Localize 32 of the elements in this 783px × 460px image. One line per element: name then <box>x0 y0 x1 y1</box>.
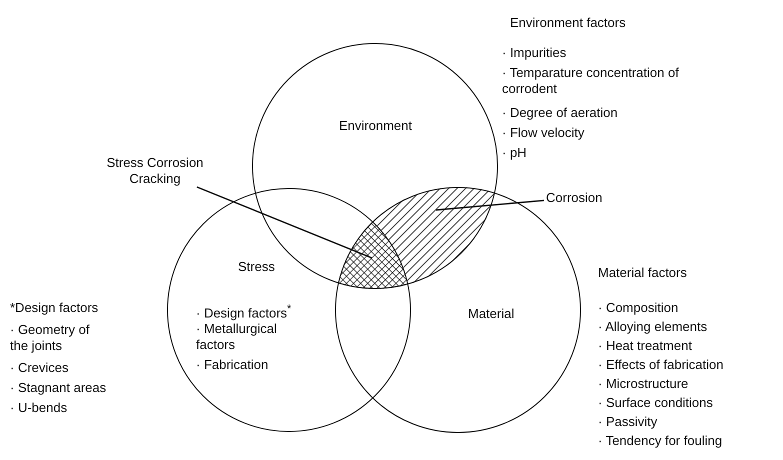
factor-item: · Flow velocity <box>502 125 584 141</box>
venn-circle <box>167 188 411 432</box>
factor-item: · Microstructure <box>598 376 688 392</box>
factor-item: *Design factors <box>10 300 98 316</box>
factor-item: · Crevices <box>10 360 69 376</box>
callout-label: Corrosion <box>546 190 602 206</box>
leader-line <box>196 186 372 259</box>
factor-item: · Surface conditions <box>598 395 713 411</box>
factor-item: · Effects of fabrication <box>598 357 724 373</box>
factor-item: · Composition <box>598 300 678 316</box>
factor-item: · Impurities <box>502 45 566 61</box>
factor-item: · U-bends <box>10 400 68 416</box>
factor-heading: Material factors <box>598 265 687 281</box>
factor-item: · Heat treatment <box>598 338 692 354</box>
cross-hatched-region <box>338 222 408 289</box>
circle-label: Material <box>468 306 514 322</box>
factor-item: · Passivity <box>598 414 658 430</box>
factor-item: · pH <box>502 145 527 161</box>
factor-item: · Stagnant areas <box>10 380 106 396</box>
factor-heading: Environment factors <box>510 15 626 31</box>
circle-label: Stress <box>238 259 275 275</box>
factor-item: · Metallurgical factors <box>196 321 278 353</box>
factor-item: · Geometry of the joints <box>10 322 90 354</box>
callout-label: Stress Corrosion Cracking <box>80 155 230 187</box>
factor-item: · Fabrication <box>196 357 268 373</box>
factor-item: · Tendency for fouling <box>598 433 722 449</box>
factor-item: · Temparature concentration of corrodent <box>502 65 680 97</box>
leader-line <box>436 200 544 211</box>
factor-item: · Design factors$^{*}$ <box>196 302 292 322</box>
factor-item: · Degree of aeration <box>502 105 618 121</box>
circle-label: Environment <box>339 118 412 134</box>
factor-item: · Alloying elements <box>598 319 708 335</box>
